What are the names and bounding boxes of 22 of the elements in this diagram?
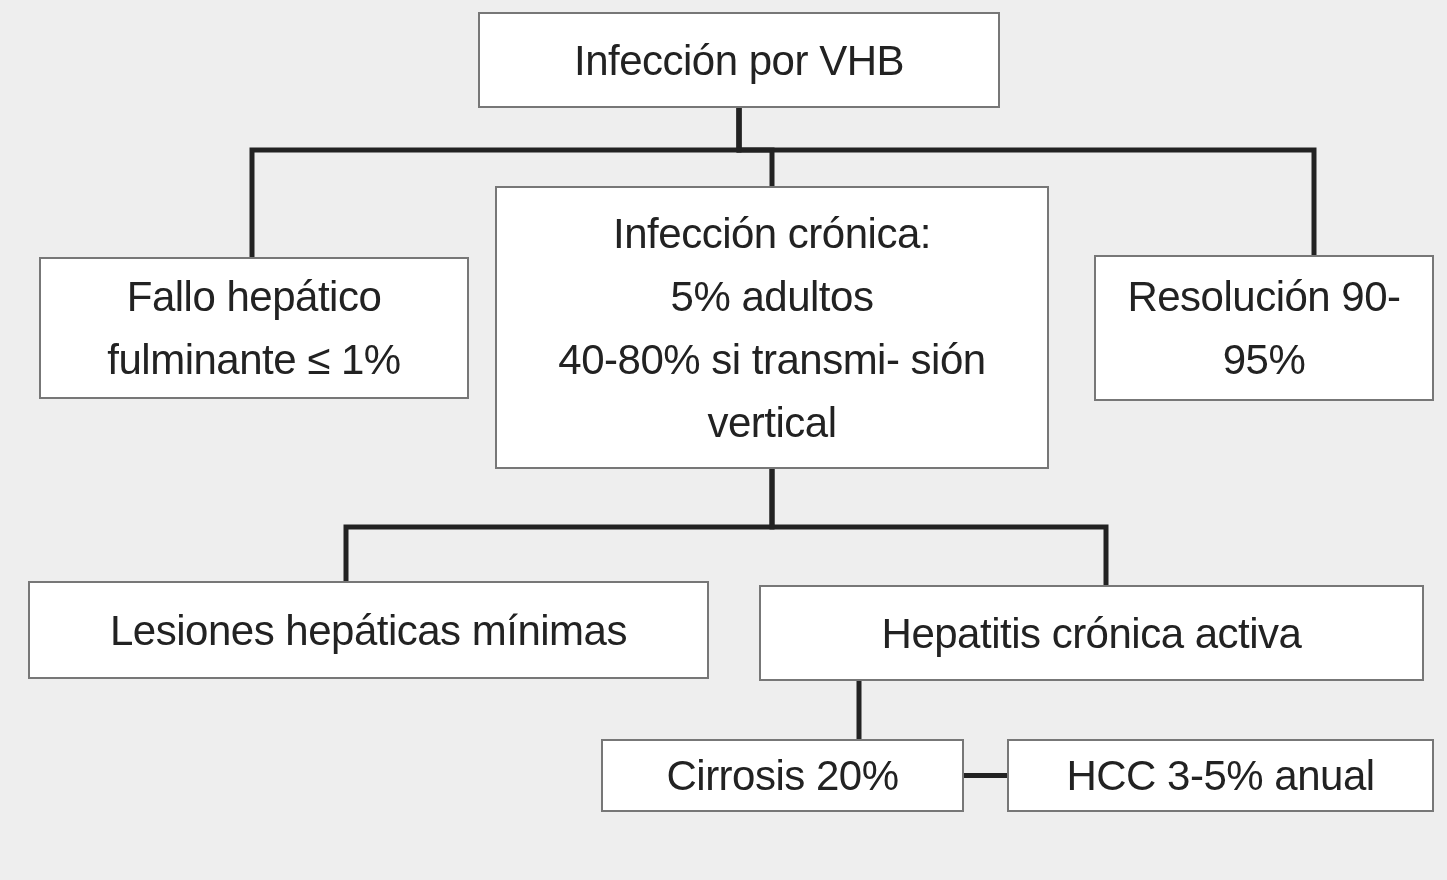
process-box	[601, 739, 964, 812]
connector-line	[856, 681, 862, 739]
box-label: Infección por VHB	[574, 35, 904, 86]
process-box	[495, 186, 1049, 469]
box-label: Resolución 90-95%	[1126, 272, 1402, 385]
box-label: 40-80% si transmi- sión vertical	[557, 334, 987, 448]
box-label: Cirrosis 20%	[666, 751, 899, 801]
connector-line	[769, 469, 1109, 585]
process-box	[759, 585, 1424, 681]
box-label: HCC 3-5% anual	[1066, 751, 1375, 801]
box-label: 5% adultos	[670, 271, 874, 322]
process-box	[478, 12, 1000, 108]
connector-line	[736, 108, 1317, 255]
process-box	[1094, 255, 1434, 401]
connector-line	[964, 773, 1007, 778]
box-label: Infección crónica:	[613, 208, 931, 259]
process-box	[28, 581, 709, 679]
process-box	[1007, 739, 1434, 812]
box-label: Fallo hepático fulminante ≤ 1%	[106, 272, 402, 385]
box-label: Hepatitis crónica activa	[881, 608, 1302, 659]
box-label: Lesiones hepáticas mínimas	[110, 605, 627, 656]
process-box	[39, 257, 469, 399]
